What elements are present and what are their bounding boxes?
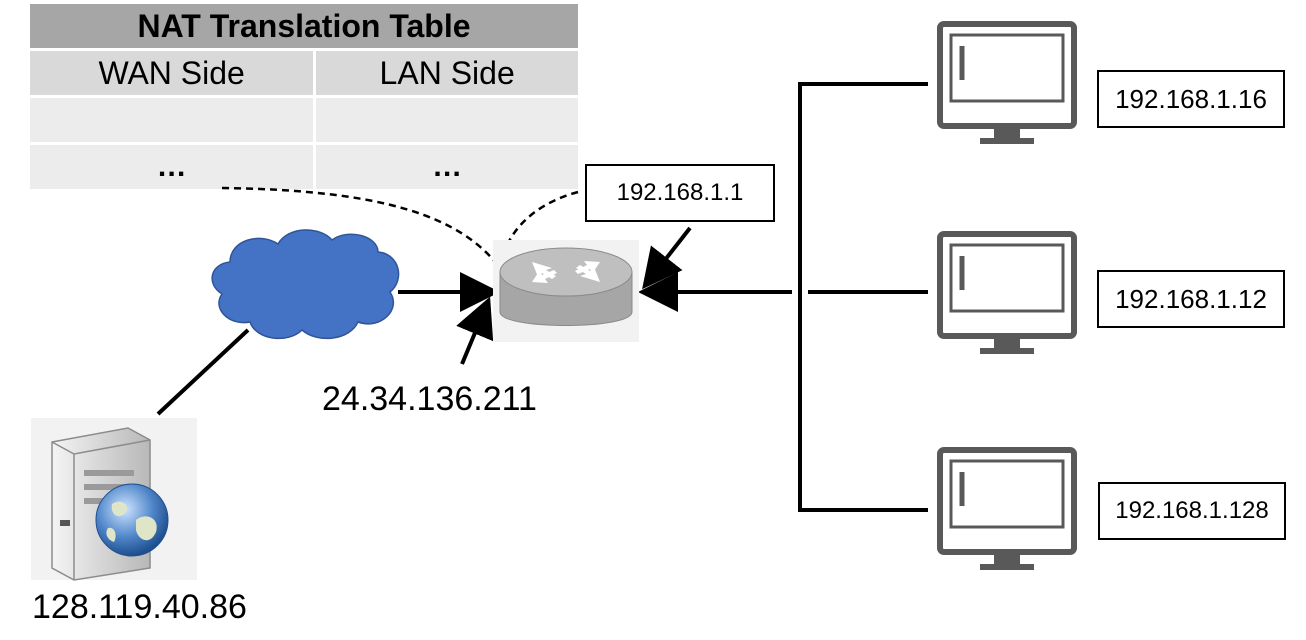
nat-table-title: NAT Translation Table xyxy=(30,4,578,51)
router-icon xyxy=(493,240,639,342)
cloud-icon xyxy=(211,229,400,340)
router-wan-ip-label: 24.34.136.211 xyxy=(322,380,537,418)
router-lan-ip-box: 192.168.1.1 xyxy=(585,164,775,222)
nat-cell-wan xyxy=(30,96,317,145)
server-globe-icon xyxy=(31,418,197,581)
lan-ip-arrow xyxy=(642,226,692,290)
host-ip-box-3: 192.168.1.128 xyxy=(1098,482,1286,540)
monitor-icon xyxy=(937,231,1077,354)
server-ip-label: 128.119.40.86 xyxy=(32,588,247,626)
nat-column-lan: LAN Side xyxy=(314,49,578,98)
nat-column-wan: WAN Side xyxy=(30,49,317,98)
server-cloud-link xyxy=(156,328,250,416)
nat-cell-lan xyxy=(314,96,578,145)
nat-cell-lan: … xyxy=(314,143,578,192)
host-ip-box-2: 192.168.1.12 xyxy=(1097,270,1285,328)
monitor-icon xyxy=(937,21,1077,144)
nat-to-router-dashed-link xyxy=(221,186,501,269)
router-label-dashed-link xyxy=(498,190,579,269)
wan-ip-arrow xyxy=(456,296,494,365)
monitor-icon xyxy=(937,447,1077,570)
nat-translation-table: NAT Translation Table WAN Side LAN Side … xyxy=(30,4,578,192)
nat-cell-wan: … xyxy=(30,143,317,192)
host-ip-box-1: 192.168.1.16 xyxy=(1097,70,1285,128)
